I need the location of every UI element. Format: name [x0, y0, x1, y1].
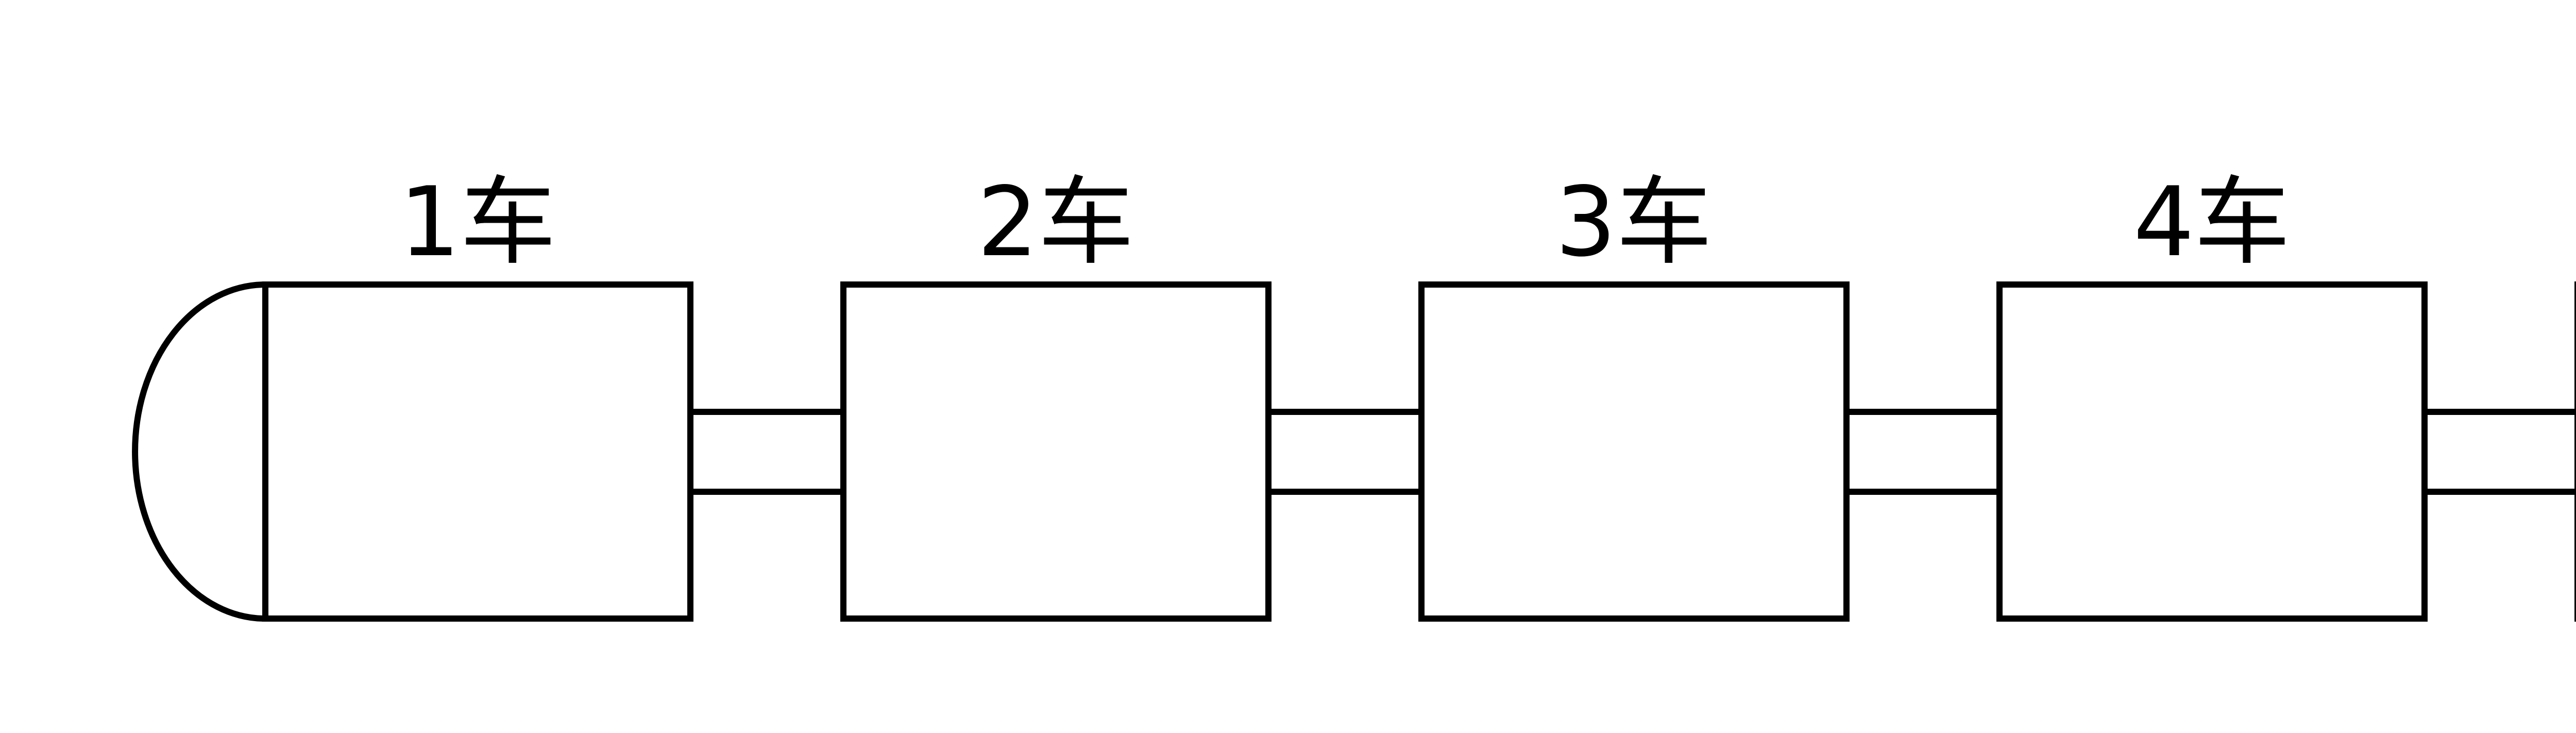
- coupler-4-5: [2425, 409, 2576, 495]
- car-label-2: 2车: [977, 166, 1134, 278]
- car-label-4: 4车: [2133, 166, 2290, 278]
- car-body-2: [840, 281, 1272, 622]
- car-body-4: [1996, 281, 2428, 622]
- coupler-2-3: [1268, 409, 1421, 495]
- coupler-3-4: [1846, 409, 1999, 495]
- car-body-3: [1418, 281, 1850, 622]
- front-nose: [132, 281, 266, 622]
- car-label-3: 3车: [1555, 166, 1712, 278]
- coupler-1-2: [690, 409, 843, 495]
- car-label-1: 1车: [399, 166, 556, 278]
- car-body-1: [262, 281, 693, 622]
